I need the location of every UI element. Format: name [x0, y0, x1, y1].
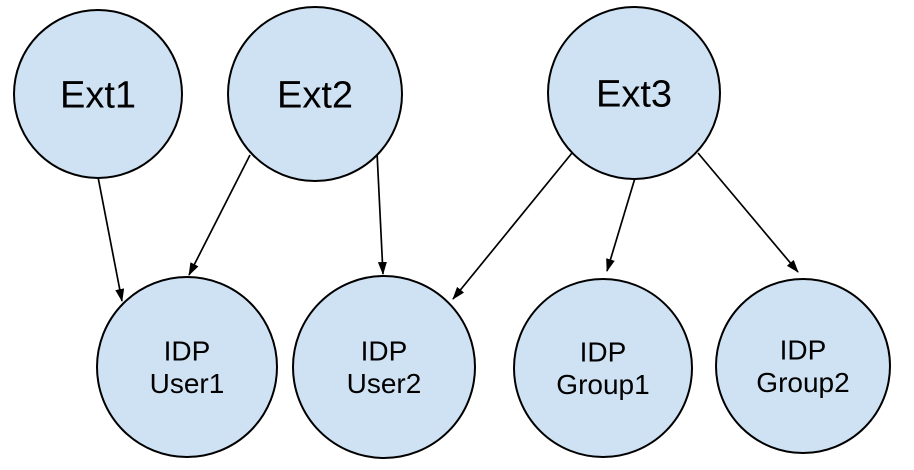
- node-label-ext3: Ext3: [596, 73, 672, 115]
- edge-ext1-to-idp-user1: [97, 176, 125, 302]
- node-circle-idp-user2: [292, 275, 476, 459]
- node-label-ext1: Ext1: [60, 74, 136, 116]
- node-ext1: Ext1: [13, 9, 183, 179]
- node-ext3: Ext3: [547, 6, 721, 180]
- node-circle-idp-group1: [513, 278, 693, 458]
- edge-ext2-to-idp-user2: [376, 151, 387, 275]
- edge-ext3-to-idp-user2: [452, 152, 573, 300]
- edge-ext3-to-idp-group1: [606, 177, 636, 272]
- node-circle-ext2: [227, 6, 403, 182]
- node-ext2: Ext2: [227, 6, 403, 182]
- node-circle-ext1: [13, 9, 183, 179]
- edges-layer: [97, 151, 799, 302]
- node-circle-ext3: [547, 6, 721, 180]
- node-label-ext2: Ext2: [277, 74, 353, 116]
- edge-ext3-to-idp-group2: [697, 152, 799, 273]
- edge-ext2-to-idp-user1: [188, 154, 251, 276]
- node-circle-idp-user1: [96, 276, 278, 458]
- node-circle-idp-group2: [715, 278, 891, 454]
